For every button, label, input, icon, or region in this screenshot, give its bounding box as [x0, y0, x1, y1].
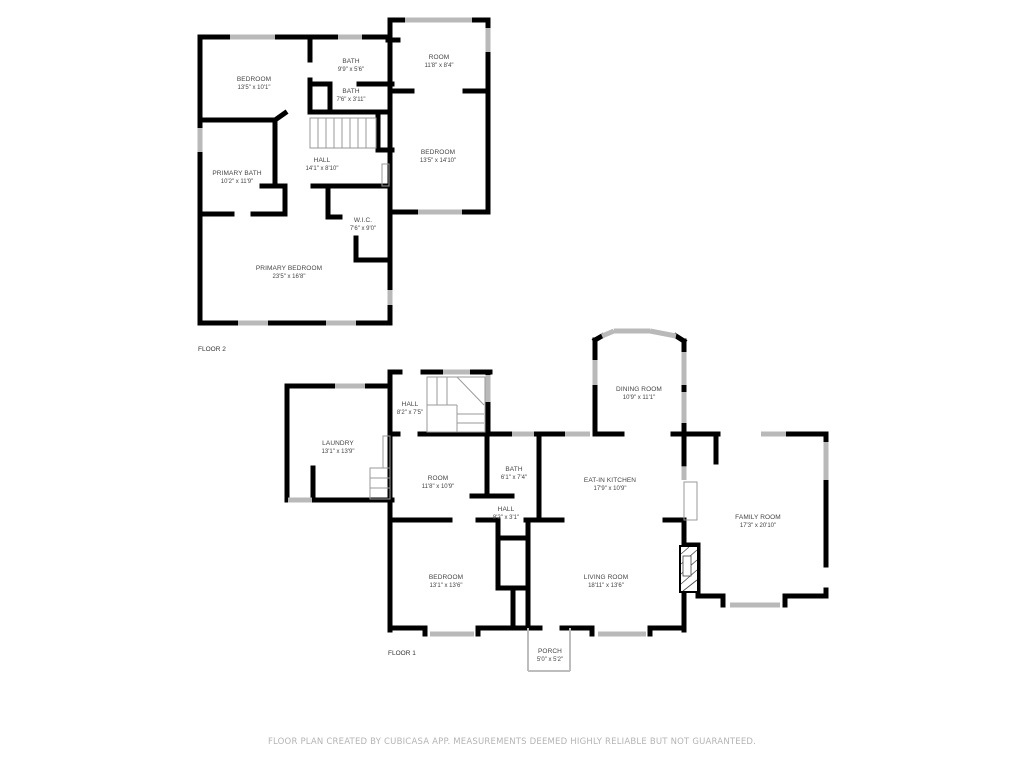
floor-2-label: FLOOR 2 — [198, 346, 226, 353]
floor-1: HALL 8'2" x 7'5" LAUNDRY 13'1" x 13'9" D… — [284, 328, 829, 672]
svg-text:DINING ROOM: DINING ROOM — [616, 386, 662, 393]
svg-text:13'1" x 13'9": 13'1" x 13'9" — [322, 449, 355, 455]
room-bath-1: BATH 6'1" x 7'4" — [501, 466, 527, 481]
svg-text:9'9" x 5'6": 9'9" x 5'6" — [338, 67, 364, 73]
svg-text:17'3" x 20'10": 17'3" x 20'10" — [740, 523, 776, 529]
svg-text:ROOM: ROOM — [428, 475, 449, 482]
room-bedroom-2b: BEDROOM 13'5" x 14'10" — [420, 149, 456, 164]
svg-text:10'9" x 11'1": 10'9" x 11'1" — [623, 395, 655, 401]
svg-text:5'0" x 5'2": 5'0" x 5'2" — [537, 657, 563, 663]
floor-1-label: FLOOR 1 — [388, 650, 416, 657]
floor-1-windows — [288, 328, 829, 637]
room-eat-in-kitchen: EAT-IN KITCHEN 17'9" x 10'9" — [584, 477, 636, 492]
floor-2: BEDROOM 13'5" x 10'1" BATH 9'9" x 5'6" B… — [197, 17, 491, 353]
room-primary-bedroom: PRIMARY BEDROOM 23'5" x 16'8" — [256, 265, 322, 280]
svg-text:8'2" x 7'5": 8'2" x 7'5" — [397, 410, 423, 416]
room-porch: PORCH 5'0" x 5'2" — [537, 648, 563, 663]
svg-text:BEDROOM: BEDROOM — [429, 574, 463, 581]
room-family-room: FAMILY ROOM 17'3" x 20'10" — [735, 514, 781, 529]
room-room-2: ROOM 11'8" x 8'4" — [424, 54, 453, 69]
room-bath-2b: BATH 7'6" x 3'11" — [336, 88, 365, 103]
room-wic: W.I.C. 7'6" x 9'0" — [350, 217, 376, 232]
svg-text:6'1" x 7'4": 6'1" x 7'4" — [501, 475, 527, 481]
svg-text:11'8" x 10'9": 11'8" x 10'9" — [422, 484, 454, 490]
room-hall-1a: HALL 8'2" x 7'5" — [397, 401, 423, 416]
svg-text:LIVING ROOM: LIVING ROOM — [584, 574, 628, 581]
svg-text:7'6" x 9'0": 7'6" x 9'0" — [350, 226, 376, 232]
svg-text:BATH: BATH — [342, 58, 359, 65]
room-laundry: LAUNDRY 13'1" x 13'9" — [322, 440, 355, 455]
svg-text:BEDROOM: BEDROOM — [237, 76, 271, 83]
svg-text:13'5" x 10'1": 13'5" x 10'1" — [238, 85, 271, 91]
svg-text:BEDROOM: BEDROOM — [421, 149, 455, 156]
room-hall-2: HALL 14'1" x 8'10" — [306, 157, 339, 172]
floor-2-windows — [197, 17, 491, 326]
svg-text:23'5" x 16'8": 23'5" x 16'8" — [273, 274, 306, 280]
svg-text:18'11" x 13'6": 18'11" x 13'6" — [588, 583, 624, 589]
svg-text:14'1" x 8'10": 14'1" x 8'10" — [306, 166, 339, 172]
room-primary-bath: PRIMARY BATH 10'2" x 11'9" — [212, 170, 261, 185]
porch-outline — [527, 628, 571, 672]
room-hall-1b: HALL 8'2" x 3'1" — [493, 506, 519, 521]
disclaimer-text: FLOOR PLAN CREATED BY CUBICASA APP. MEAS… — [267, 737, 757, 747]
svg-text:W.I.C.: W.I.C. — [354, 217, 372, 224]
floor-2-stairs — [309, 117, 390, 187]
svg-text:13'5" x 14'10": 13'5" x 14'10" — [420, 158, 456, 164]
svg-text:HALL: HALL — [402, 401, 419, 408]
floor-1-walls — [284, 332, 829, 637]
svg-text:PORCH: PORCH — [538, 648, 562, 655]
svg-text:7'6" x 3'11": 7'6" x 3'11" — [336, 97, 365, 103]
svg-text:HALL: HALL — [314, 157, 331, 164]
svg-text:13'1" x 13'6": 13'1" x 13'6" — [430, 583, 463, 589]
room-bath-2a: BATH 9'9" x 5'6" — [338, 58, 364, 73]
svg-text:PRIMARY BEDROOM: PRIMARY BEDROOM — [256, 265, 322, 272]
svg-text:BATH: BATH — [342, 88, 359, 95]
svg-text:PRIMARY BATH: PRIMARY BATH — [212, 170, 261, 177]
svg-text:ROOM: ROOM — [429, 54, 450, 61]
svg-text:EAT-IN KITCHEN: EAT-IN KITCHEN — [584, 477, 636, 484]
svg-text:17'9" x 10'9": 17'9" x 10'9" — [594, 486, 627, 492]
svg-text:10'2" x 11'9": 10'2" x 11'9" — [221, 179, 253, 185]
room-bedroom-1: BEDROOM 13'1" x 13'6" — [429, 574, 463, 589]
floor-2-room-labels: BEDROOM 13'5" x 10'1" BATH 9'9" x 5'6" B… — [212, 54, 456, 280]
svg-text:11'8" x 8'4": 11'8" x 8'4" — [424, 63, 453, 69]
svg-text:8'2" x 3'1": 8'2" x 3'1" — [493, 515, 519, 521]
room-living-room: LIVING ROOM 18'11" x 13'6" — [584, 574, 628, 589]
fireplace — [679, 545, 699, 593]
svg-text:BATH: BATH — [505, 466, 522, 473]
floor-1-room-labels: HALL 8'2" x 7'5" LAUNDRY 13'1" x 13'9" D… — [322, 386, 781, 663]
room-dining-room: DINING ROOM 10'9" x 11'1" — [616, 386, 662, 401]
floor-1-stairs — [369, 376, 698, 521]
room-room-1: ROOM 11'8" x 10'9" — [422, 475, 454, 490]
svg-text:FAMILY ROOM: FAMILY ROOM — [735, 514, 781, 521]
svg-text:HALL: HALL — [498, 506, 515, 513]
room-bedroom-2a: BEDROOM 13'5" x 10'1" — [237, 76, 271, 91]
svg-text:LAUNDRY: LAUNDRY — [322, 440, 354, 447]
